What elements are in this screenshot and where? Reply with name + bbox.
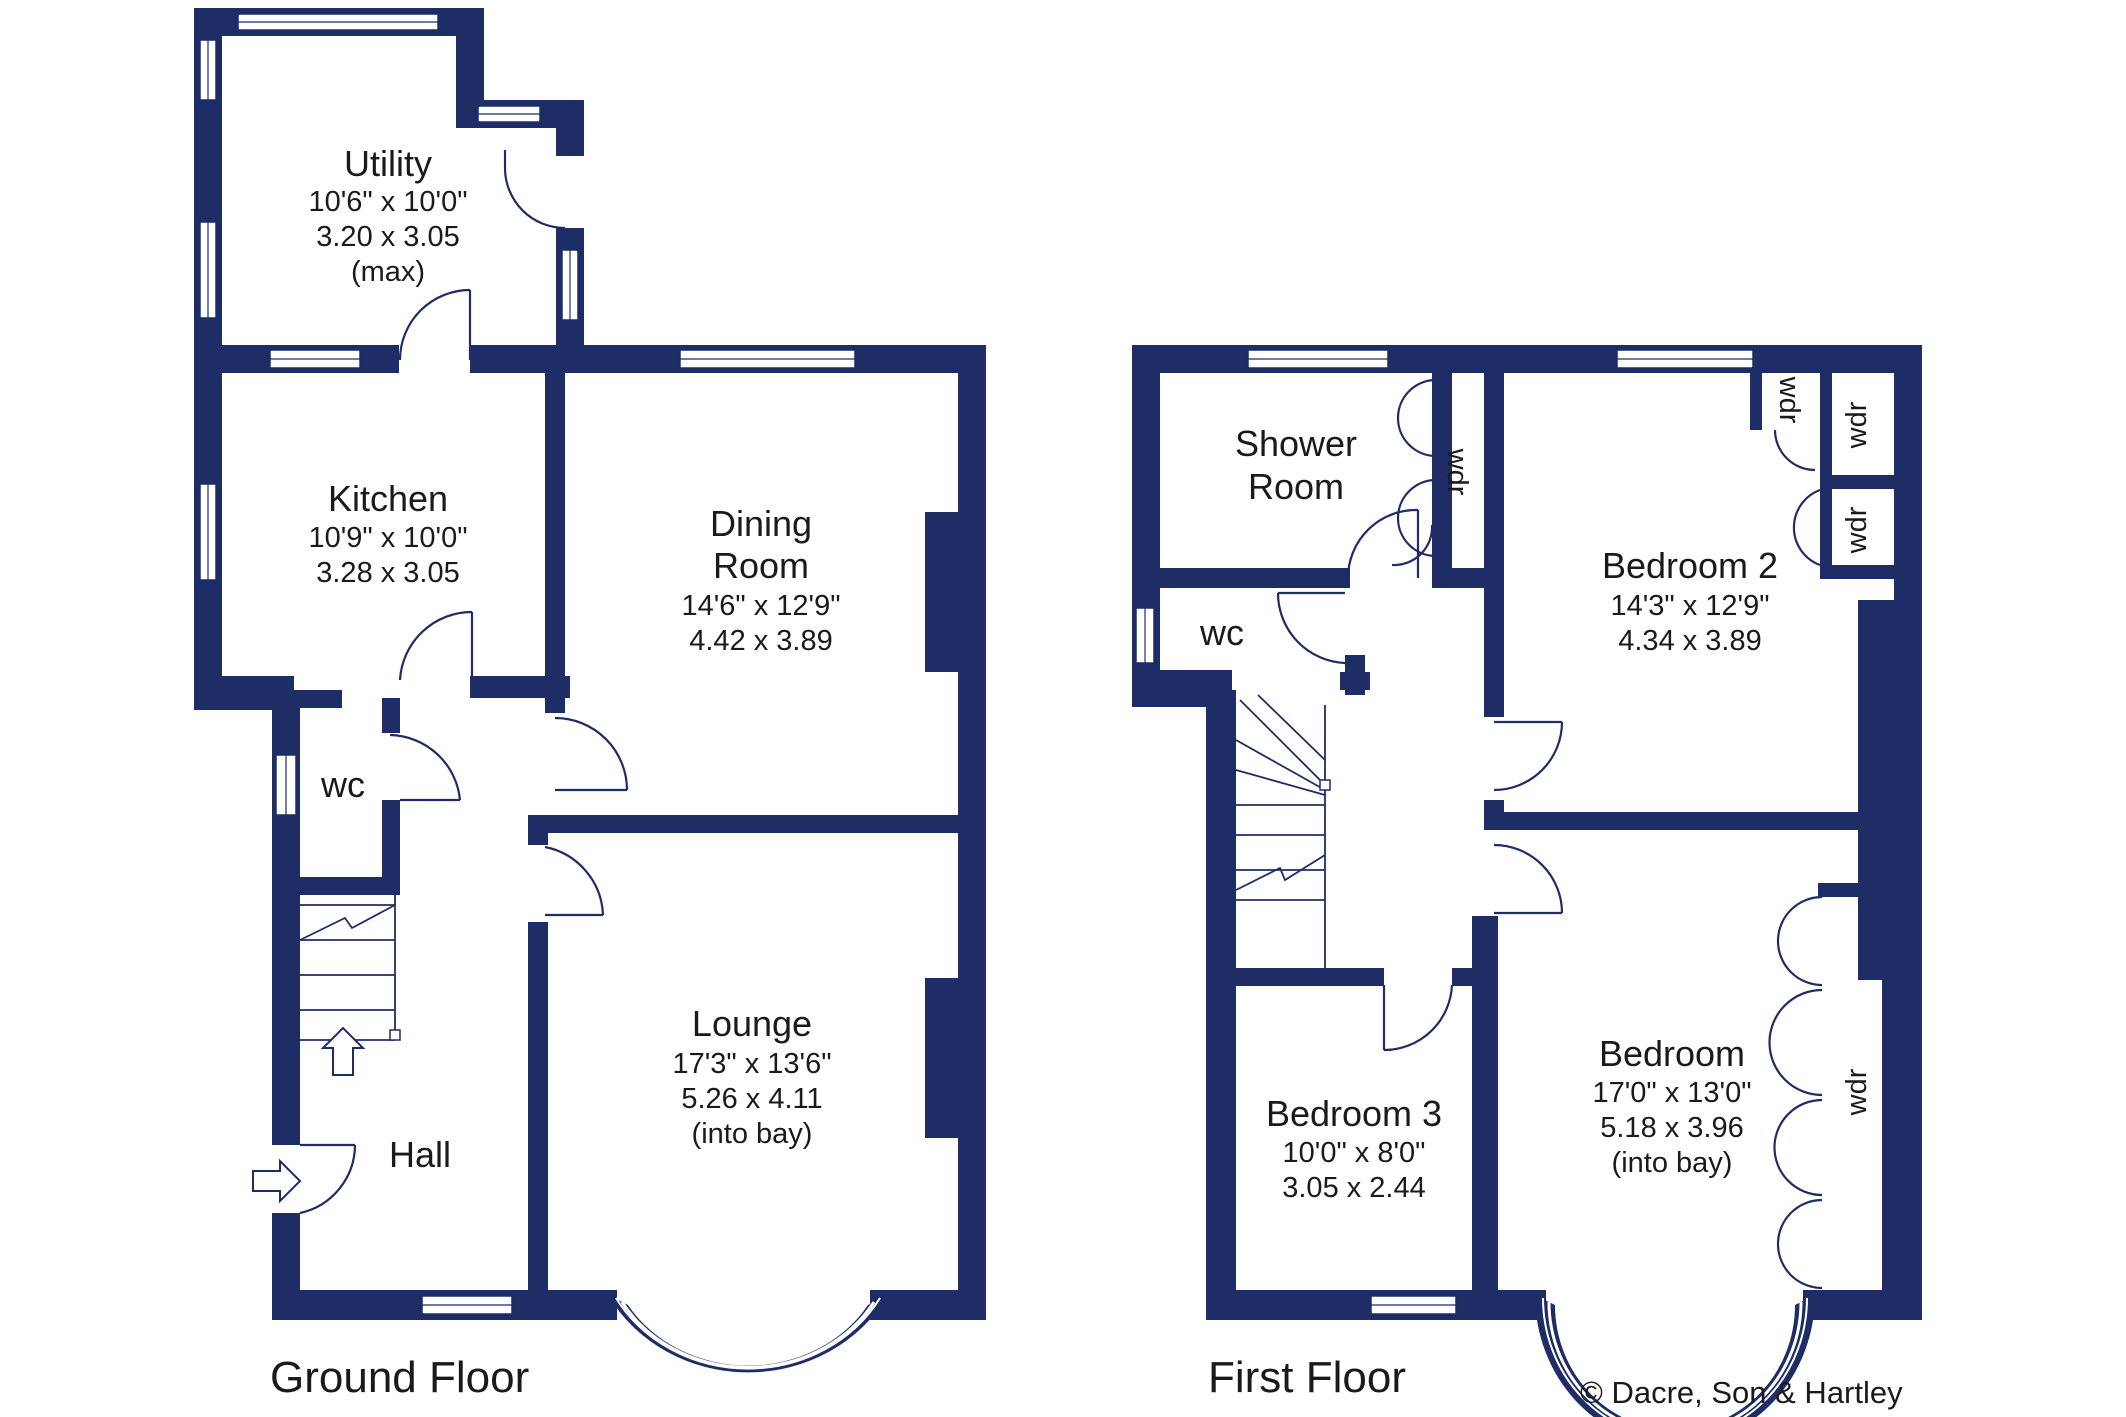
utility-note: (max) (351, 256, 425, 288)
ground-floor-label: Ground Floor (270, 1353, 529, 1402)
wall (1206, 1290, 1371, 1320)
wardrobe-doors (1773, 429, 1821, 567)
dining-name-line1: Dining (710, 503, 812, 544)
wall (1818, 883, 1858, 897)
wall (528, 815, 548, 845)
wall (1803, 1290, 1922, 1320)
entrance-arrow-icon (252, 1158, 302, 1204)
wc-first-name: wc (1199, 612, 1244, 653)
bedroom3-name: Bedroom 3 (1266, 1093, 1442, 1134)
wall (272, 690, 342, 708)
wardrobe-doors (1768, 895, 1823, 1290)
bedroom3-metric: 3.05 x 2.44 (1282, 1172, 1426, 1204)
utility-metric: 3.20 x 3.05 (316, 221, 460, 253)
wardrobe-label: wdr (1841, 401, 1873, 449)
chimney-breast (925, 978, 965, 1138)
wardrobe-label: wdr (1441, 448, 1473, 496)
dining-name-line2: Room (713, 545, 809, 586)
wall (382, 698, 400, 733)
wall (1132, 568, 1350, 588)
wall (382, 800, 400, 895)
door (1493, 720, 1564, 792)
wall (1432, 372, 1452, 585)
wardrobe-label: wdr (1841, 1068, 1873, 1116)
door (1346, 508, 1420, 579)
wall (1484, 812, 1894, 830)
shower-name-line1: Shower (1235, 423, 1357, 464)
stairs (299, 895, 401, 1076)
bedroom3-imperial: 10'0" x 8'0" (1283, 1137, 1426, 1169)
first-floor-plan (1132, 345, 1922, 1417)
door (1382, 984, 1454, 1052)
kitchen-imperial: 10'9" x 10'0" (308, 522, 467, 554)
door (544, 845, 605, 917)
first-floor-label: First Floor (1208, 1353, 1406, 1402)
utility-name: Utility (344, 143, 432, 184)
kitchen-name: Kitchen (328, 478, 448, 519)
wall (1236, 968, 1384, 986)
wall (1206, 690, 1236, 1320)
wall (1472, 916, 1498, 1320)
copyright: © Dacre, Son & Hartley (1580, 1375, 1903, 1410)
wall (1484, 372, 1504, 717)
door (1276, 591, 1346, 665)
door (389, 733, 462, 802)
door (503, 150, 566, 230)
door (398, 288, 472, 361)
wall (528, 922, 548, 1290)
lounge-metric: 5.26 x 4.11 (681, 1083, 822, 1115)
wall (870, 1290, 986, 1320)
door (1493, 843, 1564, 915)
wall (1750, 372, 1762, 430)
wall (1452, 968, 1472, 986)
wall (300, 877, 400, 895)
wardrobe-label: wdr (1773, 376, 1805, 424)
wall (556, 100, 584, 156)
stairs (1235, 694, 1331, 968)
wall (272, 1213, 300, 1320)
wall (1340, 672, 1370, 690)
bedroom2-metric: 4.34 x 3.89 (1618, 625, 1762, 657)
wall (1820, 565, 1898, 579)
up-arrow-icon (320, 1026, 366, 1076)
door (554, 716, 629, 792)
shower-name-line2: Room (1248, 466, 1344, 507)
wc-ground-name: wc (320, 764, 365, 805)
bedroom-imperial: 17'0" x 13'0" (1592, 1077, 1751, 1109)
wall (1820, 475, 1898, 489)
dining-metric: 4.42 x 3.89 (689, 625, 833, 657)
bedroom2-imperial: 14'3" x 12'9" (1610, 590, 1769, 622)
wall (958, 345, 986, 1320)
chimney-breast (925, 512, 965, 672)
wardrobe-label: wdr (1841, 506, 1873, 554)
wall (1432, 568, 1492, 588)
bedroom-metric: 5.18 x 3.96 (1600, 1112, 1744, 1144)
door (398, 610, 474, 681)
lounge-name: Lounge (692, 1003, 812, 1044)
front-door (299, 1143, 357, 1215)
lounge-imperial: 17'3" x 13'6" (672, 1048, 831, 1080)
dining-imperial: 14'6" x 12'9" (681, 590, 840, 622)
ground-floor-plan (194, 8, 986, 1373)
wall (522, 1290, 617, 1320)
wall (470, 345, 570, 373)
wall (1330, 568, 1350, 588)
utility-imperial: 10'6" x 10'0" (308, 186, 467, 218)
wall (1820, 372, 1832, 572)
wall (1882, 883, 1898, 1320)
bedroom2-name: Bedroom 2 (1602, 545, 1778, 586)
wall (1894, 345, 1922, 1320)
wall (528, 815, 958, 833)
wall (545, 373, 565, 713)
hall-name: Hall (389, 1134, 451, 1175)
wardrobe-doors (1391, 378, 1437, 567)
bedroom-name: Bedroom (1599, 1033, 1745, 1074)
bedroom-note: (into bay) (1612, 1147, 1733, 1179)
lounge-note: (into bay) (692, 1118, 813, 1150)
kitchen-metric: 3.28 x 3.05 (316, 557, 460, 589)
